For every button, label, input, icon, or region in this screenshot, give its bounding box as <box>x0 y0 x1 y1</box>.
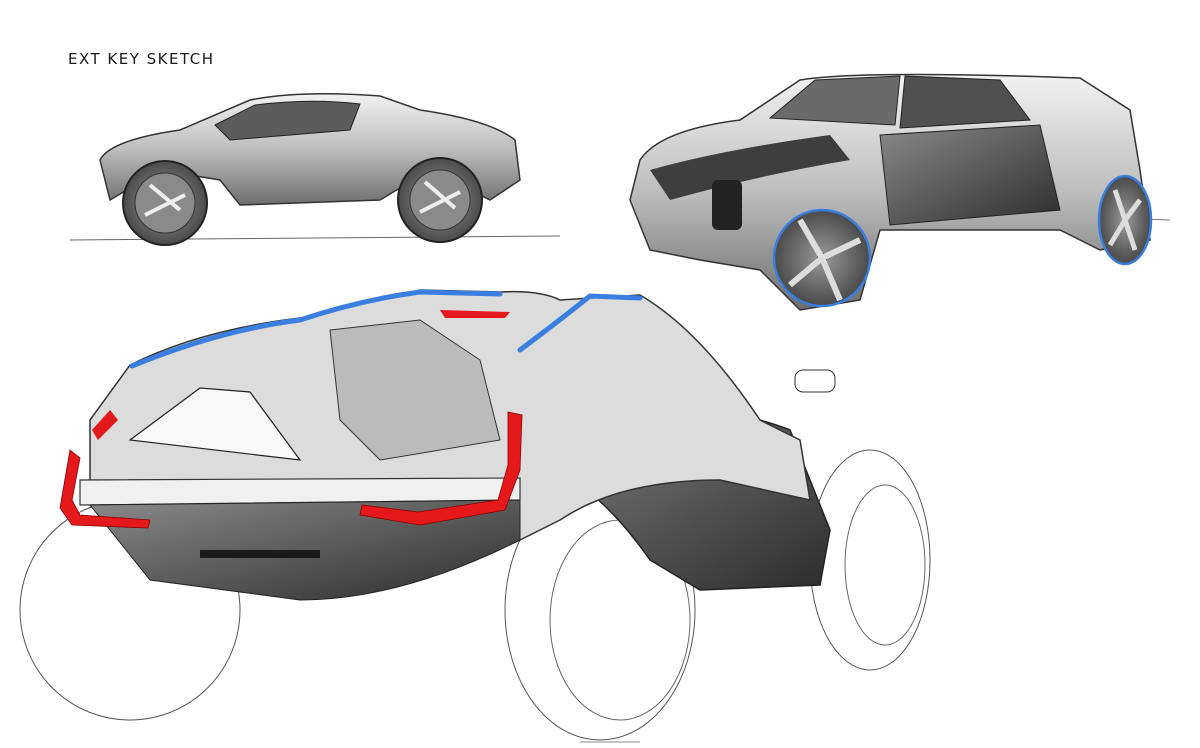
side-view-sketch <box>69 93 561 246</box>
sheet-title: EXT KEY SKETCH <box>68 50 215 68</box>
front-view-sketch <box>629 73 1171 311</box>
rear-view-sketch <box>19 289 931 743</box>
